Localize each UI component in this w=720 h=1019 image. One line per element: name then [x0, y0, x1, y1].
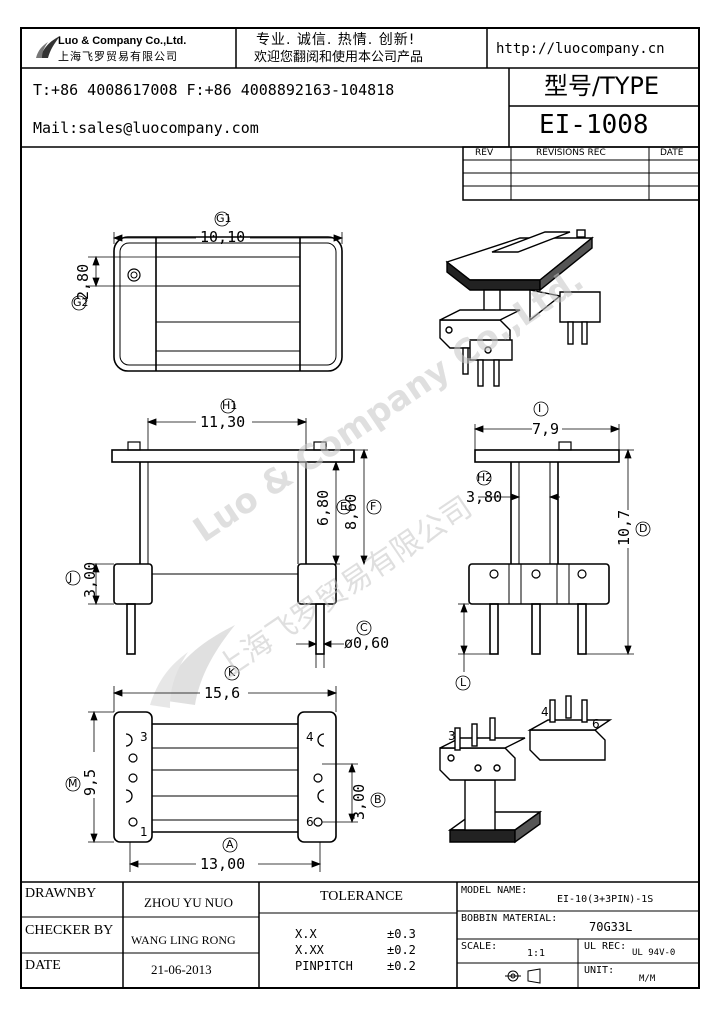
dim-d-label: D [639, 522, 648, 535]
type-label: 型号/TYPE [544, 72, 660, 100]
isometric-view-bottom [439, 695, 613, 844]
dim-k-label: K [228, 666, 236, 679]
company-name-cn: 上海飞罗贸易有限公司 [58, 50, 178, 63]
title-block-grid [21, 881, 699, 988]
unit-label: UNIT: [584, 965, 615, 976]
scale-value: 1:1 [527, 948, 546, 959]
dim-g2-label: G2 [73, 296, 89, 309]
tol-key-1: X.XX [295, 943, 324, 957]
dim-j-value: 3,00 [81, 561, 99, 598]
drawnby-label: DRAWNBY [25, 886, 97, 901]
dim-j-label: J [69, 571, 73, 584]
rev-col-date: DATE [660, 148, 684, 158]
dim-a-value: 13,00 [200, 855, 246, 873]
iso-pin-label-3: 3 [448, 729, 456, 743]
contact-phone-fax: T:+86 4008617008 F:+86 4008892163-104818 [33, 81, 395, 99]
bobbin-value: 70G33L [589, 920, 633, 934]
front-view-dims [65, 398, 382, 668]
unit-value: M/M [639, 974, 656, 984]
dim-e-label: E [340, 500, 347, 513]
bottom-view-dims [65, 665, 386, 872]
side-view [468, 441, 620, 655]
checker-label: CHECKER BY [25, 923, 114, 938]
dim-d-value: 10,7 [615, 509, 633, 546]
tol-val-0: ±0.3 [387, 927, 416, 941]
tol-key-0: X.X [295, 927, 317, 941]
dim-a-label: A [226, 838, 234, 851]
top-view [113, 236, 343, 372]
bottom-view [113, 711, 337, 843]
model-name-value: EI-10(3+3PIN)-1S [557, 894, 654, 905]
website-link[interactable]: http://luocompany.cn [496, 41, 665, 57]
ul-label: UL REC: [584, 941, 627, 952]
rev-col-rev: REV [475, 148, 494, 158]
rev-col-rec: REVISIONS REC [536, 148, 606, 158]
date-label: DATE [25, 958, 61, 973]
dim-f-label: F [370, 500, 377, 513]
dim-h1-label: H1 [222, 399, 238, 412]
tol-val-1: ±0.2 [387, 943, 416, 957]
dim-g1-value: 10,10 [200, 228, 246, 246]
scale-label: SCALE: [461, 941, 498, 952]
ul-value: UL 94V-0 [632, 948, 676, 958]
dim-c-label: C [360, 621, 368, 634]
iso-pin-label-4: 4 [541, 705, 549, 719]
dim-f-value: 8,60 [342, 493, 360, 530]
pin-label-6: 6 [306, 815, 314, 829]
pin-label-3: 3 [140, 730, 148, 744]
dim-g2-value: 2,80 [74, 263, 92, 300]
dim-m-label: M [68, 777, 78, 790]
dim-i-value: 7,9 [532, 420, 560, 438]
dim-e-value: 6,80 [314, 489, 332, 526]
dim-l-label: L [460, 676, 467, 689]
dim-h2-value: 3,80 [466, 488, 503, 506]
tol-key-2: PINPITCH [295, 959, 353, 973]
model-number: EI-1008 [539, 110, 649, 140]
isometric-view-top [439, 229, 601, 387]
slogan-line2: 欢迎您翻阅和使用本公司产品 [254, 50, 424, 65]
pin-label-1: 1 [140, 825, 148, 839]
side-view-dims [455, 401, 651, 691]
dim-h1-value: 11,30 [200, 413, 246, 431]
dim-b-value: 3,00 [350, 783, 368, 820]
dim-g1-label: G1 [216, 212, 232, 225]
date-value: 21-06-2013 [151, 962, 212, 977]
slogan-line1: 专业. 诚信. 热情. 创新! [256, 32, 416, 48]
dim-i-label: I [538, 402, 542, 415]
checker-value: WANG LING RONG [131, 933, 236, 947]
tol-val-2: ±0.2 [387, 959, 416, 973]
company-logo-icon [36, 36, 60, 58]
dim-h2-label: H2 [477, 471, 493, 484]
front-view [111, 441, 355, 655]
top-view-dims [71, 211, 344, 311]
watermark [150, 625, 235, 708]
pin-label-4: 4 [306, 730, 314, 744]
bobbin-label: BOBBIN MATERIAL: [461, 913, 558, 924]
dim-k-value: 15,6 [204, 684, 241, 702]
model-name-label: MODEL NAME: [461, 885, 528, 896]
iso-pin-label-6: 6 [592, 717, 600, 731]
revision-table [462, 146, 700, 201]
dim-m-value: 9,5 [81, 768, 99, 796]
drawnby-value: ZHOU YU NUO [144, 895, 234, 910]
dim-c-value: ø0,60 [344, 634, 390, 652]
projection-symbol-icon [505, 968, 541, 984]
contact-mail[interactable]: Mail:sales@luocompany.com [33, 119, 259, 137]
tolerance-label: TOLERANCE [320, 889, 403, 904]
dim-b-label: B [374, 793, 382, 806]
company-name-en: Luo & Company Co.,Ltd. [58, 35, 187, 47]
